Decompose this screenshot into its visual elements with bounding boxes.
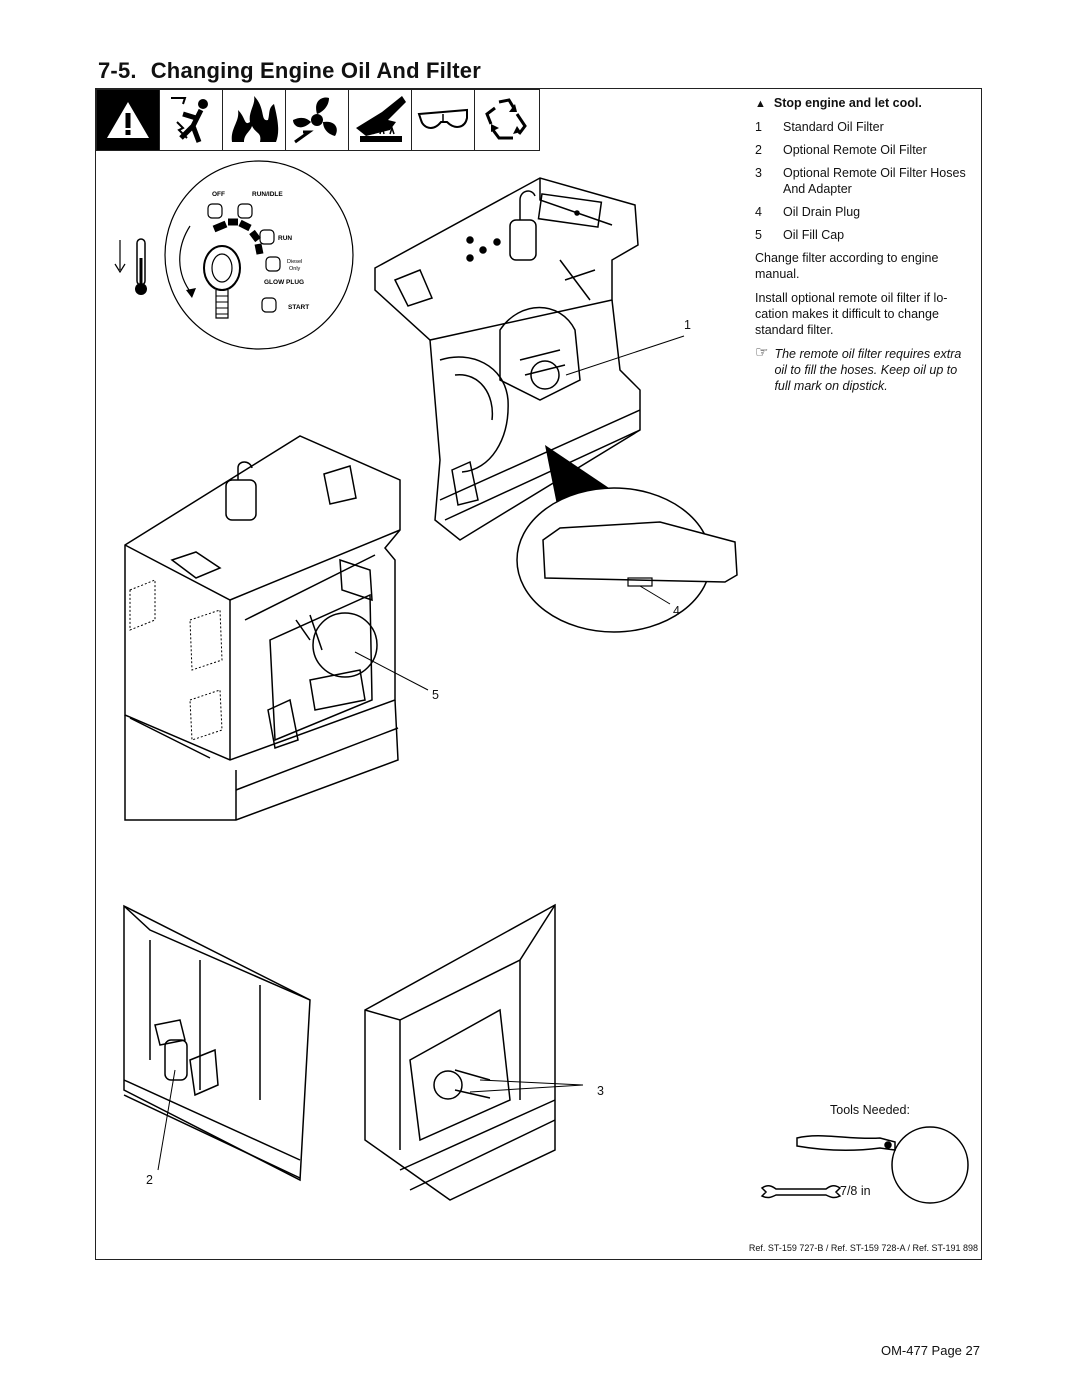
warning-text: Stop engine and let cool. <box>773 96 922 110</box>
warning-bullet-icon: ▲ <box>755 98 766 110</box>
machine-rear-view-illustration <box>374 177 685 541</box>
open-end-wrench-icon <box>760 1185 842 1199</box>
note: ☞ The remote oil filter requires extra o… <box>755 344 973 394</box>
dial-only-label: Only <box>289 266 301 272</box>
dial-start-label: START <box>288 304 309 311</box>
paragraph-change-filter: Change filter according to engine manual… <box>755 251 939 281</box>
content-frame <box>95 88 982 1260</box>
callout-3: 3 <box>597 1084 604 1098</box>
callout-1: 1 <box>684 318 691 332</box>
dial-off-label: OFF <box>212 191 225 198</box>
section-title: Changing Engine Oil And Filter <box>150 58 482 83</box>
callout-4: 4 <box>673 604 680 618</box>
warning-triangle-icon <box>97 90 160 150</box>
dial-glow-plug-label: GLOW PLUG <box>264 279 304 286</box>
dial-run-idle-label: RUN/IDLE <box>252 191 283 198</box>
paragraph-remote-filter: Install optional remote oil filter if lo… <box>755 291 948 337</box>
remote-filter-right-illustration <box>364 903 584 1201</box>
remote-filter-left-illustration <box>123 904 311 1182</box>
callout-2: 2 <box>146 1173 153 1187</box>
safety-icon-strip <box>96 89 540 151</box>
page-footer: OM-477 Page 27 <box>880 1343 980 1358</box>
dial-run-label: RUN <box>278 235 292 242</box>
page-title: 7-5. Changing Engine Oil And Filter <box>98 58 481 84</box>
fire-icon <box>223 90 286 150</box>
wrench-size-label: 7/8 in <box>840 1184 871 1198</box>
hot-parts-icon <box>349 90 412 150</box>
engine-control-dial: OFF RUN/IDLE RUN Diesel Only GLOW PLUG S… <box>164 160 354 350</box>
pointing-hand-icon: ☞ <box>755 344 769 361</box>
tools-needed-label: Tools Needed: <box>830 1103 910 1117</box>
machine-front-view-illustration <box>124 435 429 821</box>
section-number: 7-5. <box>98 58 137 83</box>
note-text: The remote oil filter requires extra oil… <box>774 347 962 393</box>
filter-wrench-tool-icon <box>796 1126 969 1204</box>
safety-glasses-icon <box>412 90 475 150</box>
warning-line: ▲ Stop engine and let cool. <box>755 95 973 112</box>
moving-parts-icon <box>286 90 349 150</box>
recycle-icon <box>475 90 538 150</box>
dial-diesel-label: Diesel <box>287 259 302 265</box>
electric-shock-icon <box>160 90 223 150</box>
drain-plug-detail-bubble <box>516 445 738 633</box>
callout-5: 5 <box>432 688 439 702</box>
thermometer-icon <box>114 238 147 295</box>
reference-numbers: Ref. ST-159 727-B / Ref. ST-159 728-A / … <box>748 1243 978 1253</box>
